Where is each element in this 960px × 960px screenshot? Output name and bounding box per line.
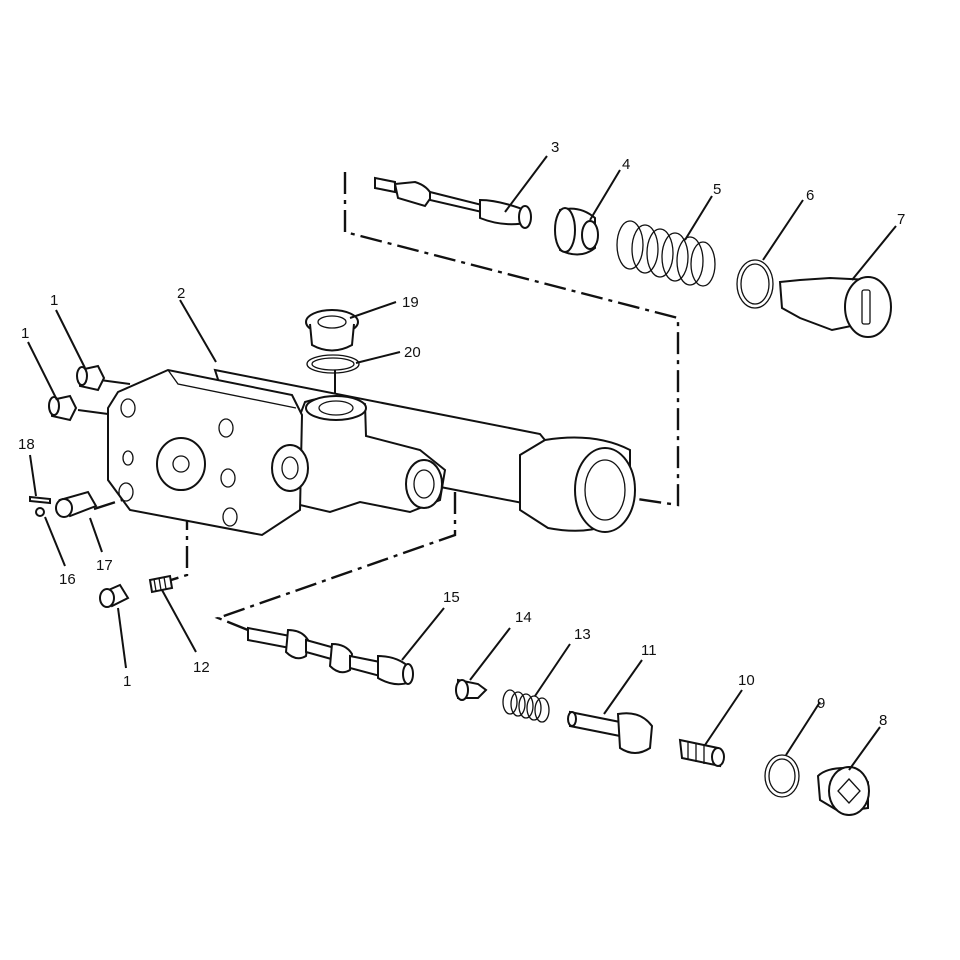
callout-14: 14	[515, 609, 532, 626]
retainer-part-4	[554, 207, 599, 256]
spring-part-12	[148, 574, 174, 594]
callout-12: 12	[193, 659, 210, 676]
plug-part-8	[816, 766, 870, 816]
bolt-hole-4	[118, 482, 134, 502]
callout-20: 20	[404, 344, 421, 361]
sleeve-part-17	[55, 490, 98, 518]
lower-assembly-line	[214, 492, 457, 632]
upper-assembly-line	[343, 172, 680, 507]
spring-part-10	[678, 738, 725, 768]
callout-1-top: 1	[50, 292, 58, 309]
callout-1-bottom: 1	[123, 673, 131, 690]
callout-6: 6	[806, 187, 814, 204]
body-center-boss	[156, 437, 206, 491]
callout-13: 13	[574, 626, 591, 643]
callout-10: 10	[738, 672, 755, 689]
callout-7: 7	[897, 211, 905, 228]
body-center-hole	[172, 455, 190, 473]
spring-part-13	[502, 689, 550, 723]
body-tee-top-bore	[318, 400, 354, 416]
valve-body	[107, 368, 636, 537]
body-side-bore	[281, 456, 299, 480]
spring-part-5	[616, 220, 716, 287]
bolt-hole-2	[218, 418, 234, 438]
piston-part-11	[567, 710, 654, 754]
body-front-port	[405, 459, 443, 509]
callout-19: 19	[402, 294, 419, 311]
callout-15: 15	[443, 589, 460, 606]
ball-part-16	[35, 507, 45, 517]
callout-2: 2	[177, 285, 185, 302]
pin-part-18	[29, 495, 51, 505]
body-flange-edge	[167, 369, 297, 409]
body-side-port	[271, 444, 309, 492]
body-tee-top-port	[305, 395, 367, 421]
o-ring-part-6	[736, 259, 774, 309]
o-ring-part-9	[764, 754, 800, 798]
callout-11: 11	[641, 642, 657, 659]
plug-part-1b	[48, 394, 78, 422]
body-end-bore-inner	[584, 459, 626, 521]
callout-3: 3	[551, 139, 559, 156]
body-front-bore	[413, 469, 435, 499]
plug-part-19	[305, 309, 359, 352]
callouts: 3 4 5 6 7 2 19 20 1 1 18 16 17 1 12 15 1…	[18, 139, 905, 729]
spool-lower	[247, 626, 414, 686]
callout-8: 8	[879, 712, 887, 729]
bolt-hole-6	[122, 450, 134, 466]
callout-5: 5	[713, 181, 721, 198]
callout-1-middle: 1	[21, 325, 29, 342]
callout-16: 16	[59, 571, 76, 588]
callout-9: 9	[817, 695, 825, 712]
plug-part-1a	[76, 364, 106, 392]
callout-4: 4	[622, 156, 630, 173]
plug-a-line	[99, 379, 131, 385]
leader-lines	[27, 155, 897, 771]
seat-part-14	[455, 678, 488, 701]
body-flange	[107, 368, 304, 537]
callout-17: 17	[96, 557, 113, 574]
o-ring-part-20	[306, 354, 360, 374]
spool-upper	[374, 176, 532, 229]
plug-b-line	[77, 409, 109, 415]
bolt-hole-3	[220, 468, 236, 488]
bolt-hole-5	[222, 507, 238, 527]
plug-part-7	[778, 276, 892, 338]
callout-18: 18	[18, 436, 35, 453]
plug-part-1c	[99, 583, 130, 608]
bolt-hole-1	[120, 398, 136, 418]
